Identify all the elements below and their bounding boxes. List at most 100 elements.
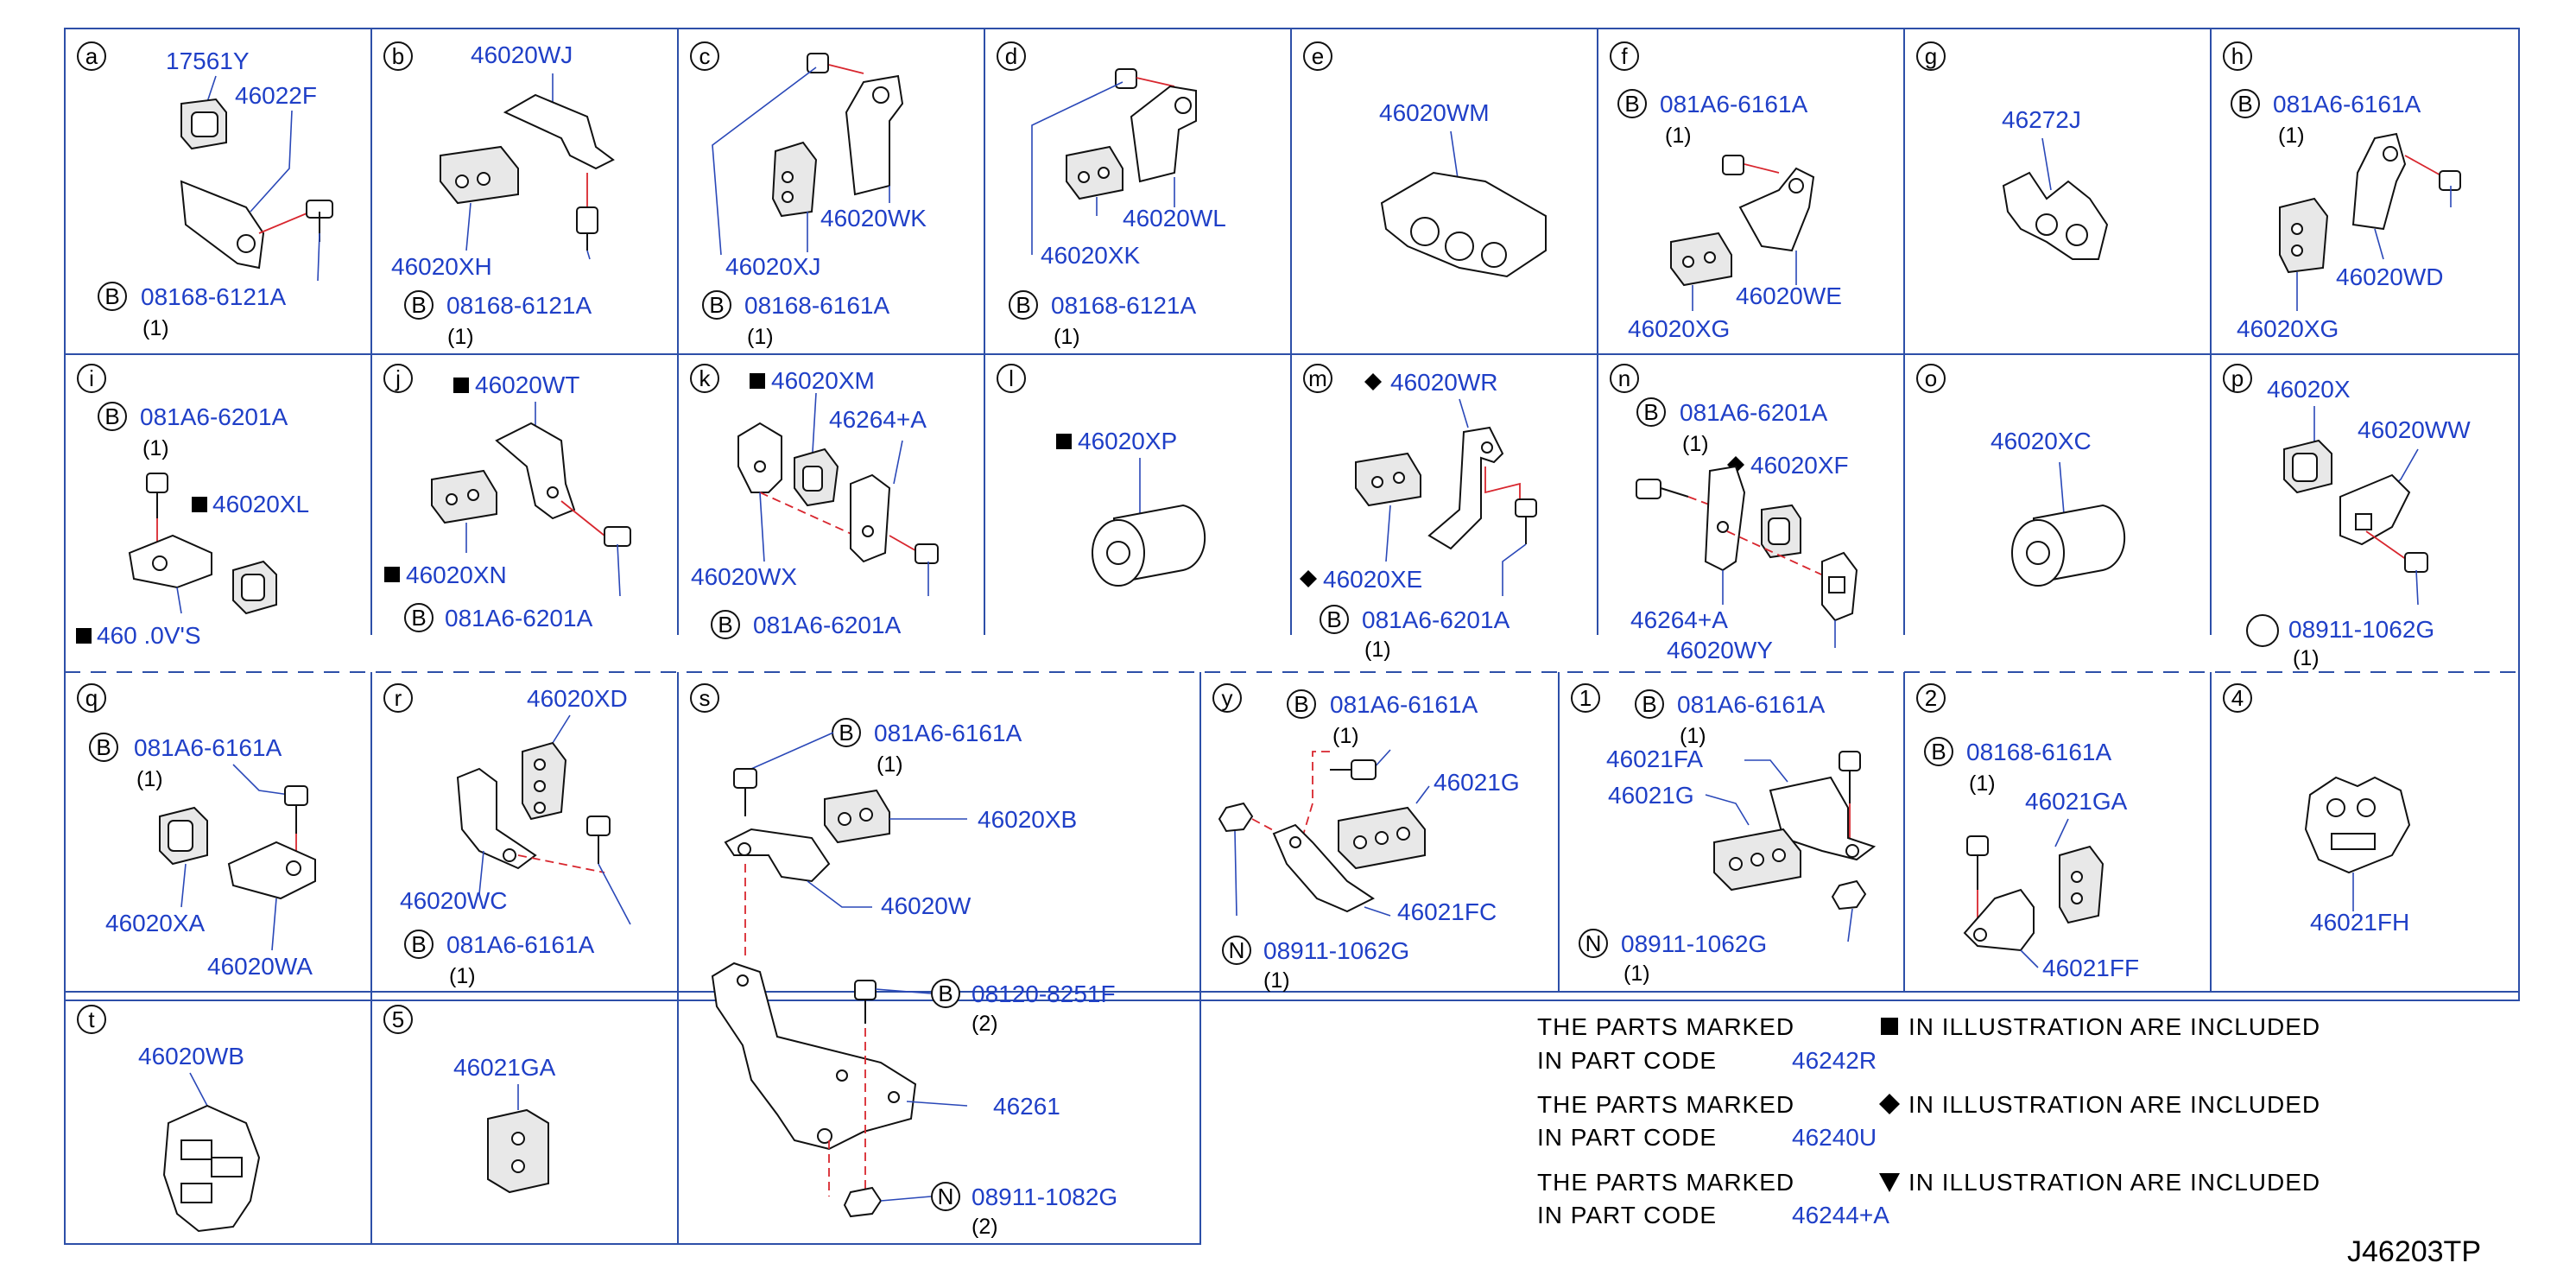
quantity: (1) [142,316,169,340]
part-number: 46020XA [105,910,206,936]
bracket-shape [1427,426,1504,550]
part-number: 46020WA [207,953,313,980]
svg-text:N: N [1229,937,1245,963]
svg-text:g: g [1925,43,1937,69]
svg-text:5: 5 [392,1006,404,1032]
cell-p: 46020X 46020WW 08911-1062G (1) [2246,376,2471,670]
part-number: 46020WB [138,1043,244,1069]
svg-text:IN ILLUSTRATION ARE INCL: IN ILLUSTRATION ARE INCLUDED [1908,1169,2320,1196]
cell-b: 46020WJ 46020XH B 08168-6121A (1) [391,41,615,349]
rubber-insulator-shape [1355,452,1421,507]
part-number: 46021G [1608,782,1694,809]
svg-text:IN PART CODE: IN PART CODE [1537,1202,1717,1228]
part-number: 46020WM [1379,99,1490,126]
bolt-shape [2439,170,2461,191]
svg-text:46244+A: 46244+A [1792,1202,1889,1228]
quantity: (1) [447,325,474,349]
svg-text:B: B [1016,292,1030,318]
bolt-number: 081A6-6161A [1677,691,1826,718]
svg-text:B: B [718,612,732,638]
cell-label-p: p [2223,364,2252,393]
cell-e: 46020WM [1379,99,1547,278]
bolt-number: 08168-6161A [1966,739,2111,765]
cell-i: B 081A6-6201A (1) 46020XL 460 .0V'S [76,402,309,649]
part-number: 46020WR [1390,369,1498,396]
bolt-number: 08168-6161A [744,292,889,319]
svg-text:i: i [89,365,94,391]
bolt-shape [1515,498,1537,544]
cell-label-m: m [1303,364,1332,393]
note-triangle: THE PARTS MARKED IN ILLUSTRATION ARE INC… [1537,1169,2320,1228]
bolt-shape [1839,751,1861,803]
bracket-shape [1738,167,1815,252]
cell-label-l: l [997,364,1026,393]
svg-text:IN PART CODE: IN PART CODE [1537,1124,1717,1151]
part-number: 46020WE [1736,282,1842,309]
bolt-number: 081A6-6201A [1680,399,1828,426]
svg-text:B: B [96,734,111,760]
part-number: 46020XN [406,562,507,588]
svg-text:B: B [1642,691,1656,717]
svg-text:a: a [85,43,98,69]
svg-text:B: B [938,981,953,1006]
clip-shape [162,1104,261,1233]
cell-label-5: 5 [383,1005,413,1034]
svg-text:B: B [104,283,119,309]
bracket-shape [180,180,265,270]
bolt-number: 081A6-6201A [445,605,593,631]
svg-text:e: e [1312,43,1324,69]
quantity: (1) [449,964,476,988]
rubber-insulator-shape [2059,845,2104,924]
cell-label-i: i [77,364,106,393]
part-number: 46021GA [453,1054,556,1081]
bolt-number: 08168-6121A [446,292,592,319]
svg-text:THE PARTS MARKED: THE PARTS MARKED [1537,1169,1794,1196]
rubber-insulator-shape [2279,197,2329,274]
bolt-shape [1966,835,1989,890]
cell-label-c: c [690,41,719,71]
quantity: (1) [2293,646,2320,670]
svg-text:N: N [938,1184,954,1209]
part-number: 46264+A [829,406,927,433]
cell-label-s: s [690,683,719,713]
svg-text:B: B [709,292,724,318]
bolt-shape [1636,479,1689,499]
cell-c: 46020WK 46020XJ B 08168-6161A (1) [702,53,927,349]
bolt-shape [604,526,631,547]
bolt-shape [807,53,829,73]
rubber-insulator-shape [1338,806,1426,870]
quantity: (1) [1623,962,1650,986]
part-number: 46020WL [1123,205,1226,232]
rubber-grommet-shape [232,560,277,615]
quantity: (1) [1332,724,1359,748]
cell-label-t: t [77,1005,106,1034]
quantity: (1) [1969,771,1996,796]
svg-text:THE PARTS MARKED: THE PARTS MARKED [1537,1091,1794,1118]
bolt-shape [1115,68,1137,89]
bolt-number: 081A6-6161A [2273,91,2421,117]
bracket-shape [503,93,615,170]
bracket-shape [495,422,576,520]
svg-text:B: B [1294,691,1308,717]
part-number: 46020XL [212,491,309,517]
cell-label-1: 1 [1571,683,1600,713]
svg-text:N: N [1585,930,1602,956]
bolt-number: 08168-6121A [1051,292,1196,319]
nut-shape [843,1186,883,1218]
svg-text:B: B [1931,739,1946,765]
cell-t: 46020WB [138,1043,261,1233]
clip-shape [1380,171,1547,278]
cell-label-4: 4 [2223,683,2252,713]
part-number: 46021G [1434,769,1520,796]
clip-shape [2339,473,2411,546]
cell-label-r: r [383,683,413,713]
quantity: (1) [1682,432,1709,456]
part-number: 46272J [2002,106,2081,133]
bracket-shape [845,74,904,196]
svg-text:B: B [2237,91,2252,117]
quantity: (1) [747,325,774,349]
nut-shape [1218,802,1254,833]
bolt-shape [2404,552,2428,573]
bolt-shape [915,543,939,564]
